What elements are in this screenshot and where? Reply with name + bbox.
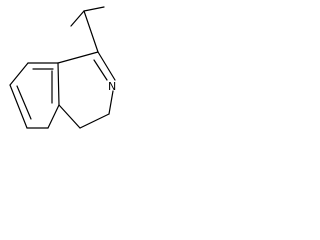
bond-c4-c4a <box>58 104 81 129</box>
bond-c8a-c4a <box>57 62 60 106</box>
bond-c7-c6 <box>9 84 28 129</box>
isopropyl-bond-to-c1 <box>83 10 99 53</box>
bond-c1-n2-double <box>93 59 108 81</box>
bond-c3-c4 <box>79 113 110 129</box>
atom-label-n: N <box>108 80 116 93</box>
isopropyl-bond-left <box>70 10 85 27</box>
bond-c1-n2-single <box>97 51 116 81</box>
chemical-structure-diagram: N <box>9 6 116 129</box>
bond-c8-c7 <box>9 62 29 86</box>
aromatic-double-c7-c6 <box>16 85 32 120</box>
bond-n2-c3 <box>108 90 114 115</box>
bond-c5-c4a <box>47 104 60 129</box>
bond-c1-c8a <box>57 51 99 64</box>
isopropyl-bond-right <box>83 6 105 12</box>
